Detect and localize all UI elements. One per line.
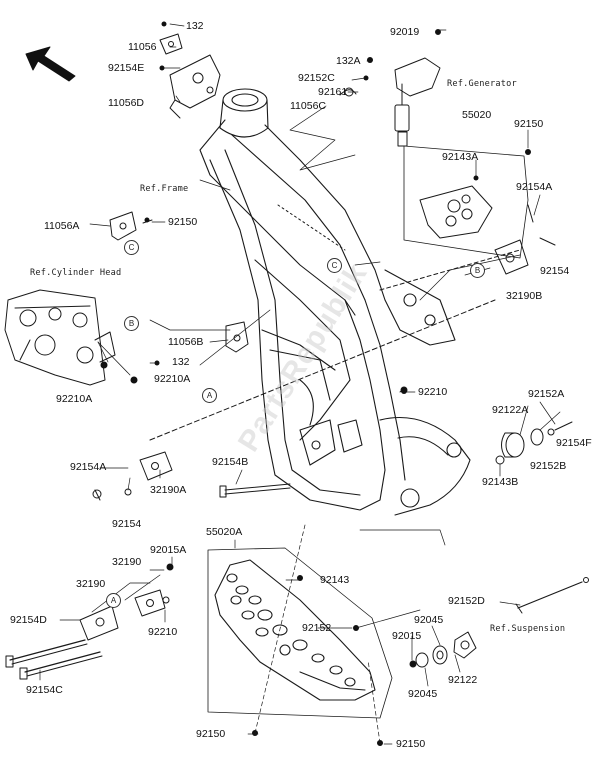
part-label: 92152 (302, 622, 332, 634)
part-label: 132 (172, 356, 190, 368)
part-label: 92154F (556, 437, 592, 449)
part-label: 92150 (196, 728, 226, 740)
leader-lines (39, 23, 561, 745)
part-label: 11056B (168, 336, 204, 348)
connector-c-1: C (124, 240, 139, 255)
swingarm-pivot-parts (409, 577, 589, 668)
part-label: 92161 (318, 86, 348, 98)
part-label: 11056 (128, 41, 157, 53)
part-label: 92152C (298, 72, 335, 84)
connector-c-2: C (327, 258, 342, 273)
upper-mount-bracket (159, 33, 221, 119)
bracket-11056B (225, 321, 249, 353)
bracket-11056A (109, 211, 153, 241)
part-label: 92154E (108, 62, 145, 74)
part-label: 11056D (108, 97, 145, 109)
part-label: 132A (336, 55, 361, 67)
part-label: 92143B (482, 476, 519, 488)
part-label: 55020A (206, 526, 243, 538)
part-label: 92210 (148, 626, 178, 638)
part-label: 92150 (168, 216, 198, 228)
hardware-dots (100, 21, 531, 746)
part-label: 92154 (112, 518, 142, 530)
cylinder-head (4, 289, 116, 386)
part-label: 92210 (418, 386, 448, 398)
part-label: 92154D (10, 614, 47, 626)
part-label: 92045 (408, 688, 438, 700)
part-label: 92143A (442, 151, 479, 163)
generator-bracket (339, 29, 441, 147)
part-label: 92150 (396, 738, 426, 750)
part-label: 92015A (150, 544, 187, 556)
part-label: 132 (186, 20, 204, 32)
part-label: 92152D (448, 595, 485, 607)
part-label: 92015 (392, 630, 422, 642)
front-direction-arrow-icon (25, 46, 76, 82)
part-label: 92154 (540, 265, 570, 277)
main-frame (199, 88, 471, 516)
connector-b-1: B (124, 316, 139, 331)
part-label: 92154A (70, 461, 107, 473)
part-label: 92154B (212, 456, 249, 468)
connector-a-2: A (106, 593, 121, 608)
part-label: 32190 (76, 578, 106, 590)
part-label: 11056A (44, 220, 80, 232)
part-label: 32190B (506, 290, 543, 302)
part-label: 92143 (320, 574, 350, 586)
part-label: 55020 (462, 109, 492, 121)
part-label: 32190 (112, 556, 142, 568)
part-label: 92154A (516, 181, 553, 193)
part-label: 92210A (154, 373, 191, 385)
part-label: 92019 (390, 26, 420, 38)
ref-cylinder-head-label: Ref.Cylinder Head (30, 268, 122, 278)
guard-55020 (403, 145, 529, 259)
connector-b-2: B (470, 263, 485, 278)
part-label: 92152B (530, 460, 567, 472)
part-label: 92150 (514, 118, 544, 130)
bolt-92154B (219, 483, 291, 498)
skid-plate-55020A (207, 547, 393, 719)
part-label: 92210A (56, 393, 93, 405)
part-label: 11056C (290, 100, 327, 112)
part-label: 92122A (492, 404, 529, 416)
part-label: 32190A (150, 484, 187, 496)
ref-generator-label: Ref.Generator (447, 79, 517, 89)
engine-mount-32190B (494, 204, 556, 275)
part-label: 92045 (414, 614, 444, 626)
ref-suspension-label: Ref.Suspension (490, 624, 566, 634)
part-label: 92122 (448, 674, 478, 686)
part-label: 92152A (528, 388, 565, 400)
ref-frame-label: Ref.Frame (140, 184, 189, 194)
connector-a-1: A (202, 388, 217, 403)
part-label: 92154C (26, 684, 63, 696)
